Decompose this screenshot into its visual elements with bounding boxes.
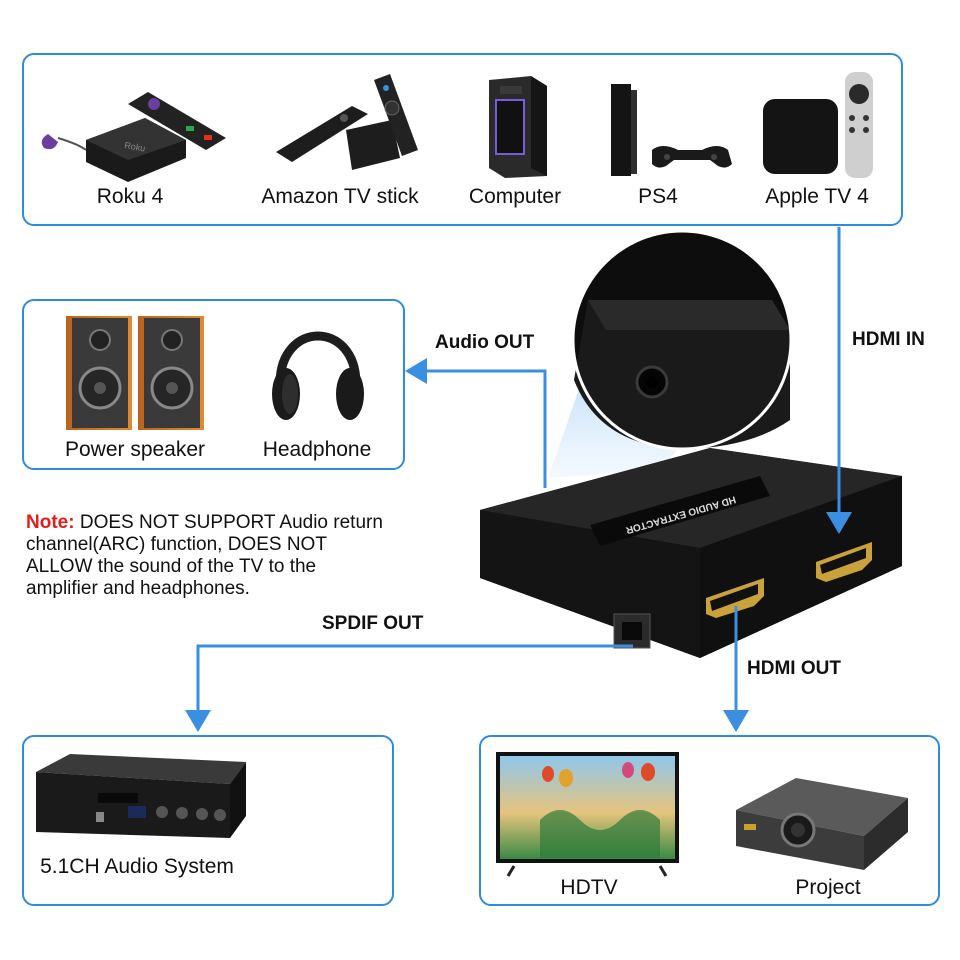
arc-note: Note: DOES NOT SUPPORT Audio return chan… [26,512,386,600]
source-label-ps4: PS4 [638,185,678,208]
target-label-projector: Project [795,876,861,899]
headphone-icon [272,331,364,420]
tv-icon [496,752,679,877]
fire-tv-stick-icon [276,74,418,170]
hdmi-in-arrow [826,227,852,534]
computer-tower-icon [489,76,547,178]
note-text: DOES NOT SUPPORT Audio return channel(AR… [26,512,383,599]
note-prefix: Note: [26,512,75,533]
source-label-fire-stick: Amazon TV stick [261,185,419,208]
label-spdif-out: SPDIF OUT [322,613,424,634]
speaker-icon [66,316,204,430]
zoom-inset [571,229,793,451]
target-label-audio-system: 5.1CH Audio System [40,855,234,878]
source-label-roku: Roku 4 [96,185,164,208]
svg-text:Roku: Roku [124,140,146,153]
target-label-hdtv: HDTV [560,876,618,899]
projector-icon [736,778,908,870]
output-label-headphone: Headphone [262,438,372,461]
hd-audio-extractor-device [480,448,902,658]
spdif-out-arrow [185,644,633,732]
hdmi-out-arrow [723,606,749,732]
apple-tv-icon [763,72,873,178]
source-label-computer: Computer [468,185,562,208]
output-label-speaker: Power speaker [64,438,206,461]
label-hdmi-in: HDMI IN [852,329,925,350]
audio-receiver-icon [36,754,246,838]
label-hdmi-out: HDMI OUT [747,658,841,679]
roku-icon: Roku [41,92,226,182]
label-audio-out: Audio OUT [435,332,535,353]
audio-out-arrow [405,358,547,488]
ps4-console-icon [611,84,732,176]
source-label-apple-tv: Apple TV 4 [765,185,869,208]
